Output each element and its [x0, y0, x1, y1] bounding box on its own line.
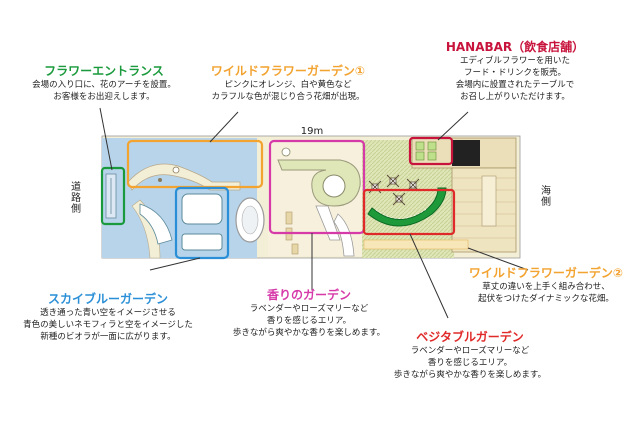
- section-desc-line: ラベンダーやローズマリーなど: [410, 346, 530, 356]
- callout-hanabar: [437, 111, 469, 141]
- callout-flower-entrance: [99, 107, 113, 171]
- map-sky-bed-bottom: [181, 233, 223, 251]
- section-title: ワイルドフラワーガーデン②: [468, 266, 624, 280]
- highlight-scent: [268, 139, 366, 235]
- section-desc-line: カラフルな色が混じり合う花畑が出現。: [211, 92, 365, 102]
- highlight-vegetable: [362, 188, 456, 236]
- section-desc-line: フード・ドリンクを販売。: [463, 68, 566, 78]
- map-dimension-label: 19m: [300, 126, 324, 137]
- section-title: スカイブルーガーデン: [47, 292, 168, 306]
- highlight-flower-entrance: [100, 166, 126, 226]
- section-desc-line: 歩きながら爽やかな香りを楽しめます。: [393, 370, 547, 380]
- highlight-hanabar: [408, 136, 454, 166]
- section-desc-line: 会場内に設置されたテーブルで: [455, 80, 575, 90]
- section-desc-line: 香りを感じるエリア。: [266, 316, 352, 326]
- sea-side-label: 海側: [541, 186, 551, 208]
- section-desc-line: 歩きながら爽やかな香りを楽しめます。: [232, 328, 386, 338]
- section-desc-line: 透き通った青い空をイメージさせる: [40, 308, 176, 318]
- map-left-path: [127, 163, 241, 191]
- map-scent-center: [322, 174, 346, 198]
- section-title: HANABAR（飲食店舗）: [445, 40, 585, 54]
- section-wild-flower-garden-1: ワイルドフラワーガーデン① ピンクにオレンジ、白や黄色など カラフルな色が混じり…: [196, 64, 380, 103]
- section-desc-line: 青色の美しいネモフィラと空をイメージした: [23, 320, 193, 330]
- section-desc-line: お召し上がりいただけます。: [460, 92, 570, 102]
- section-title: ベジタブルガーデン: [416, 330, 524, 344]
- section-title: 香りのガーデン: [266, 288, 351, 302]
- map-sky-bed-top: [181, 193, 223, 225]
- road-side-label: 道路側: [71, 182, 81, 215]
- callout-wild-flower-1: [209, 111, 239, 143]
- section-sky-blue-garden: スカイブルーガーデン 透き通った青い空をイメージさせる 青色の美しいネモフィラと…: [8, 292, 208, 343]
- section-desc-line: お客様をお出迎えします。: [53, 92, 155, 102]
- section-wild-flower-garden-2: ワイルドフラワーガーデン② 草丈の違いを上手く組み合わせ、 起伏をつけたダイナミ…: [456, 266, 636, 305]
- section-title: ワイルドフラワーガーデン①: [210, 64, 366, 78]
- section-hanabar: HANABAR（飲食店舗） エディブルフラワーを用いた フード・ドリンクを販売。…: [420, 40, 610, 103]
- section-desc-line: 会場の入り口に、花のアーチを設置。: [32, 80, 176, 90]
- highlight-sky-blue: [174, 186, 230, 260]
- section-desc-line: ピンクにオレンジ、白や黄色など: [224, 80, 352, 90]
- section-desc-line: ラベンダーやローズマリーなど: [249, 304, 369, 314]
- section-desc-line: 香りを感じるエリア。: [427, 358, 513, 368]
- section-vegetable-garden: ベジタブルガーデン ラベンダーやローズマリーなど 香りを感じるエリア。 歩きなが…: [370, 330, 570, 381]
- section-flower-entrance: フラワーエントランス 会場の入り口に、花のアーチを設置。 お客様をお出迎えします…: [24, 64, 184, 103]
- map-left-water: [102, 138, 257, 258]
- callout-wild-flower-2: [467, 247, 529, 271]
- map-vegetable-arc: [367, 187, 447, 227]
- section-desc-line: エディブルフラワーを用いた: [460, 56, 570, 66]
- callout-sky-blue: [149, 257, 201, 271]
- section-title: フラワーエントランス: [44, 64, 164, 78]
- map-wildflower2-strip: [363, 239, 469, 250]
- section-desc-line: 起伏をつけたダイナミックな花畑。: [478, 294, 614, 304]
- section-desc-line: 草丈の違いを上手く組み合わせ、: [482, 282, 610, 292]
- callout-vegetable: [409, 233, 449, 319]
- section-scent-garden: 香りのガーデン ラベンダーやローズマリーなど 香りを感じるエリア。 歩きながら爽…: [214, 288, 404, 339]
- section-desc-line: 新種のビオラが一面に広がります。: [40, 332, 176, 342]
